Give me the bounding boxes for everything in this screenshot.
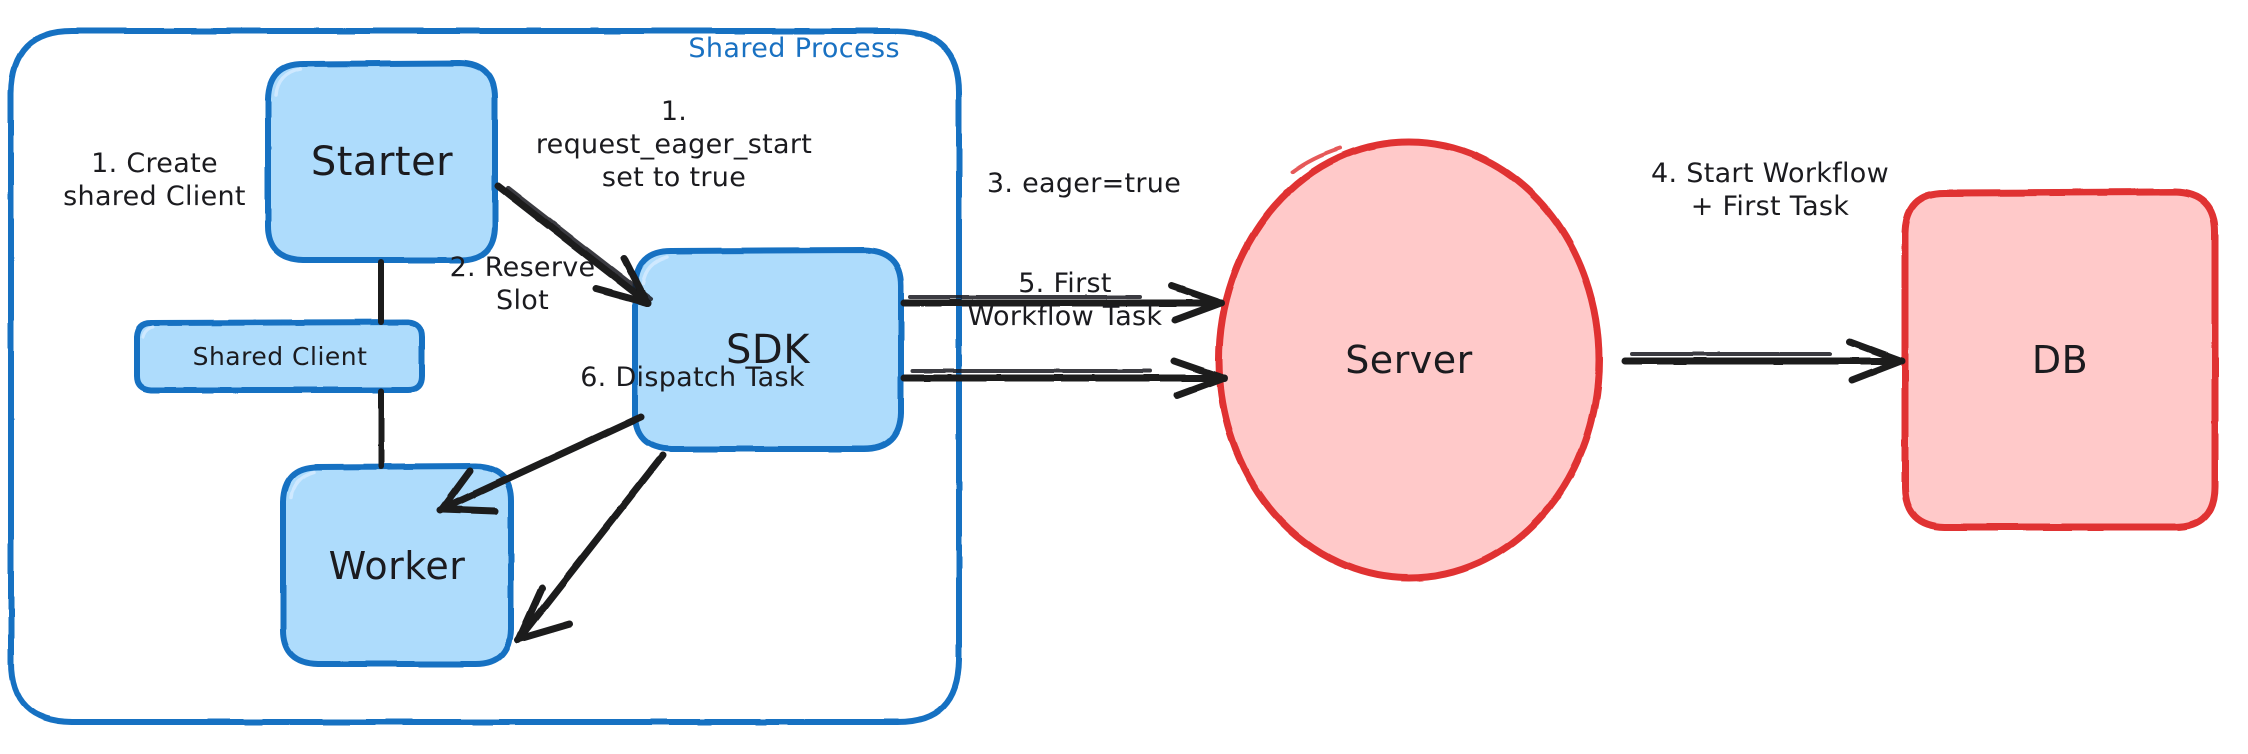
edge-label-start-workflow-line2: + First Task [1690, 190, 1850, 222]
edge-starter-sdk [494, 182, 653, 307]
edge-label-reserve-slot-line2: Slot [496, 284, 549, 316]
edge-label-first-workflow-task-line2: Workflow Task [967, 300, 1163, 332]
edge-label-dispatch-task: 6. Dispatch Task [555, 362, 830, 395]
edge-sdk-server-eager [900, 282, 1226, 324]
edge-label-create-shared-client-line2: shared Client [63, 180, 246, 212]
node-starter-shape[interactable] [265, 60, 498, 263]
node-sdk-shape[interactable] [632, 247, 904, 452]
edge-label-first-workflow-task: 5. First Workflow Task [930, 268, 1200, 334]
edge-label-eager-true-line1: 3. eager=true [986, 168, 1182, 199]
edge-label-request-eager-start: 1. request_eager_start set to true [524, 96, 824, 195]
edge-label-create-shared-client-line1: 1. Create [91, 148, 218, 179]
edge-label-request-eager-start-line2: set to true [601, 161, 747, 193]
edge-label-start-workflow-line1: 4. Start Workflow [1651, 158, 1889, 189]
node-db-shape[interactable] [1901, 188, 2219, 531]
edge-label-request-eager-start-line1: 1. request_eager_start [535, 96, 813, 160]
edge-sdk-worker-dispatch [514, 451, 667, 644]
edge-label-dispatch-task-line1: 6. Dispatch Task [580, 362, 805, 393]
edge-label-first-workflow-task-line1: 5. First [1018, 268, 1112, 299]
shared-process-title: Shared Process [688, 33, 900, 64]
node-shared-client-shape[interactable] [134, 319, 425, 393]
edge-label-reserve-slot-line1: 2. Reserve [449, 252, 596, 283]
edge-label-create-shared-client: 1. Create shared Client [22, 148, 287, 214]
edge-server-sdk-first-task [900, 357, 1228, 399]
edge-label-start-workflow: 4. Start Workflow + First Task [1620, 158, 1920, 224]
node-server-shape[interactable] [1215, 138, 1603, 582]
edge-label-reserve-slot: 2. Reserve Slot [420, 252, 625, 318]
edge-label-eager-true: 3. eager=true [959, 168, 1209, 201]
shared-process-container [8, 28, 962, 725]
edge-server-db [1621, 338, 1906, 384]
edge-sdk-worker-reserve [436, 413, 645, 515]
